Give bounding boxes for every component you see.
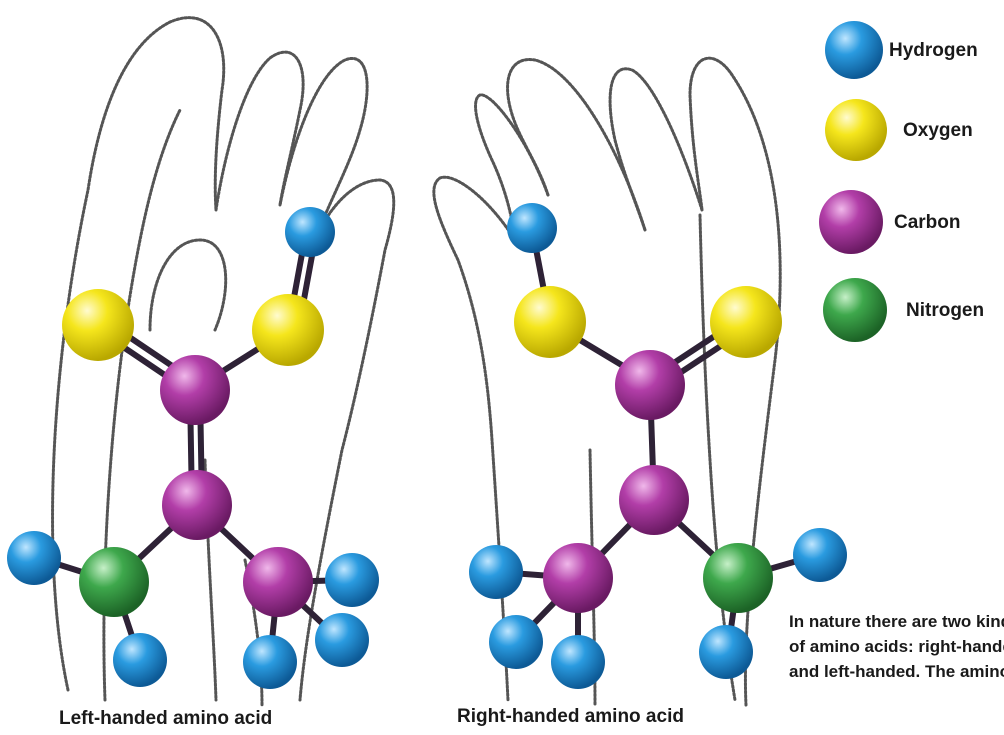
hydrogen-atom	[507, 203, 557, 253]
legend-oxygen-label: Oxygen	[903, 120, 973, 142]
legend-carbon-swatch	[819, 190, 883, 254]
carbon-atom	[619, 465, 689, 535]
hydrogen-atom	[699, 625, 753, 679]
hydrogen-atom	[315, 613, 369, 667]
oxygen-atom	[710, 286, 782, 358]
hydrogen-atom	[551, 635, 605, 689]
hydrogen-atom	[489, 615, 543, 669]
legend-swatches	[819, 21, 887, 342]
carbon-atom	[543, 543, 613, 613]
hydrogen-atom	[113, 633, 167, 687]
hydrogen-atom	[285, 207, 335, 257]
carbon-atom	[162, 470, 232, 540]
legend-nitrogen-label: Nitrogen	[906, 300, 984, 322]
nitrogen-atom	[79, 547, 149, 617]
carbon-atom	[615, 350, 685, 420]
legend-hydrogen-swatch	[825, 21, 883, 79]
left-handed-caption: Left-handed amino acid	[59, 708, 272, 730]
oxygen-atom	[252, 294, 324, 366]
oxygen-atom	[62, 289, 134, 361]
hydrogen-atom	[469, 545, 523, 599]
hydrogen-atom	[7, 531, 61, 585]
legend-oxygen-swatch	[825, 99, 887, 161]
carbon-atom	[243, 547, 313, 617]
oxygen-atom	[514, 286, 586, 358]
carbon-atom	[160, 355, 230, 425]
legend-carbon-label: Carbon	[894, 212, 961, 234]
hydrogen-atom	[325, 553, 379, 607]
hydrogen-atom	[793, 528, 847, 582]
explanatory-note: In nature there are two kinds of amino a…	[789, 609, 1004, 684]
legend-hydrogen-label: Hydrogen	[889, 40, 978, 62]
hydrogen-atom	[243, 635, 297, 689]
nitrogen-atom	[703, 543, 773, 613]
right-handed-caption: Right-handed amino acid	[457, 706, 684, 728]
legend-nitrogen-swatch	[823, 278, 887, 342]
